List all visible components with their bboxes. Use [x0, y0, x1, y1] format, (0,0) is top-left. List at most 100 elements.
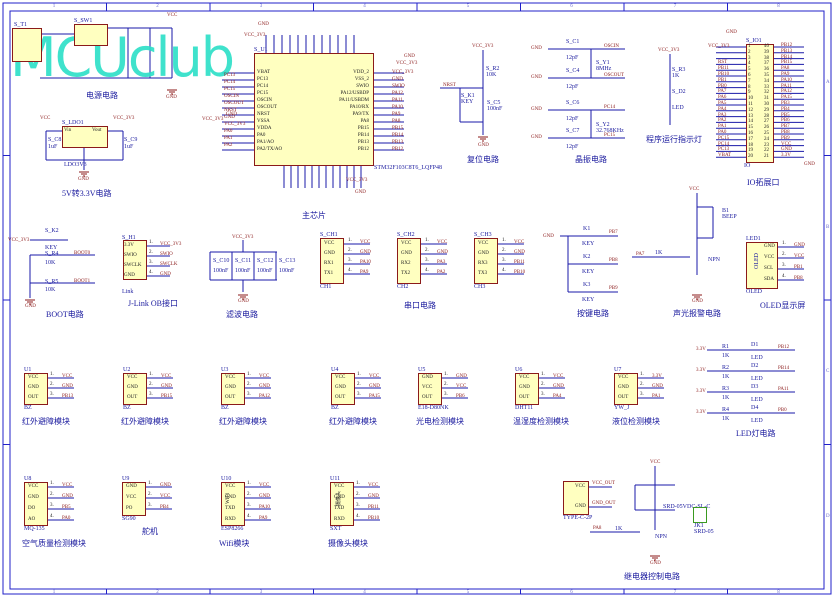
pin-number: 3.	[425, 258, 429, 263]
io-pin: 22	[764, 148, 769, 154]
net-gnd: GND	[166, 95, 177, 100]
oled-connector	[746, 242, 778, 289]
cap-ref: S_C13	[279, 258, 296, 264]
footprint: LDO3V3	[64, 162, 87, 168]
oled-pin: GND	[764, 244, 775, 249]
cap-value: 100nF	[279, 268, 295, 274]
part-ref: U8	[24, 476, 32, 482]
title-io: IO拓展口	[747, 178, 780, 187]
footprint: Link	[122, 289, 134, 295]
net-gnd: GND	[258, 22, 269, 27]
mcu-pin-right: PA8	[360, 119, 369, 124]
mcu-net-left: NRST	[224, 108, 237, 113]
io-net-left: PB0	[718, 83, 727, 89]
mcu-net-right: PB13	[392, 140, 404, 145]
sensor-pin: GND	[422, 375, 433, 380]
part-ref: TYPE-C-2P	[563, 515, 593, 521]
key-ref: K3	[583, 282, 591, 288]
sensor-module	[515, 373, 539, 405]
uart-pin: VCC	[324, 241, 335, 246]
led-value: LED	[751, 355, 763, 361]
footprint: BZ	[123, 405, 131, 411]
pin-number: 3.	[148, 503, 152, 508]
mcu-pin-right: VSS_2	[354, 77, 369, 82]
io-pin: 16	[748, 131, 753, 136]
cap-value: 12pF	[566, 55, 579, 61]
led-net: PB0	[778, 408, 787, 413]
column-label: 3	[259, 4, 263, 9]
io-net-left: RST	[718, 60, 728, 66]
footprint: OLED	[746, 289, 762, 295]
part-ref: U10	[221, 476, 232, 482]
net-gnd: GND	[355, 190, 366, 195]
crystal-value: 32.768KHz	[596, 128, 624, 134]
io-net-right: PB8	[781, 130, 790, 135]
typec-connector	[563, 481, 589, 515]
pin-number: 3.	[247, 503, 251, 508]
cap-value: 12pF	[566, 84, 579, 90]
module-title: 摄像头模块	[328, 539, 368, 548]
sensor-net: 3.3V	[652, 374, 662, 379]
pin-number: 1.	[149, 240, 153, 245]
row-label: D	[826, 513, 830, 519]
pin-number: 3.	[782, 263, 786, 268]
sensor-net: VCC	[369, 374, 380, 379]
mcu-net-left: PC14	[224, 80, 236, 85]
net-pa7: PA7	[636, 252, 645, 257]
key-net: PB9	[609, 286, 618, 291]
part-value: NPN	[708, 257, 721, 263]
column-label: 4	[363, 590, 366, 595]
io-pin: 28	[764, 113, 769, 119]
net-vcc3v3: VCC_3V3	[396, 61, 418, 66]
sensor-pin: OUT	[28, 395, 39, 400]
part-ref: U3	[221, 367, 229, 373]
pin-number: 1.	[50, 481, 54, 486]
pin-number: 2.	[247, 492, 251, 497]
relay-ref: SRD-05VDC-SL-C	[663, 504, 711, 510]
footprint: CH3	[474, 284, 486, 290]
column-label: 4	[363, 4, 366, 9]
module-net: PA10	[259, 505, 270, 510]
sensor-pin: OUT	[335, 395, 346, 400]
mcu-pin-left: PA2/TX/AO	[257, 147, 283, 152]
io-pin: 24	[764, 136, 769, 142]
part-ref: S_K1	[461, 93, 475, 99]
uart-pin: TX1	[324, 271, 334, 276]
pin-number: 2.	[247, 382, 251, 387]
io-pin: 8	[748, 84, 751, 90]
part-ref: U6	[515, 367, 523, 373]
sensor-net: GND	[652, 384, 663, 389]
mcu-net-right: GND	[392, 77, 403, 82]
part-number: STM32F103C8T6_LQFP48	[374, 165, 443, 171]
module-net: GND	[368, 494, 379, 499]
pin-number: 1.	[247, 481, 251, 486]
part-ref: U1	[24, 367, 32, 373]
crystal-net: OSCOUT	[604, 73, 625, 78]
io-pin: 32	[764, 90, 769, 96]
mcu-chip	[254, 53, 374, 166]
title-leds: LED灯电路	[736, 429, 776, 438]
sensor-net: PA15	[369, 394, 380, 399]
jlink-net: SWCLK	[160, 262, 178, 267]
title-reset: 复位电路	[467, 155, 499, 164]
oled-pin: SCL	[764, 266, 774, 271]
part-ref: U9	[122, 476, 130, 482]
crystal-ref: S_Y2	[596, 122, 610, 128]
crystal-net: PC15	[604, 133, 616, 138]
sensor-pin: VCC	[225, 375, 236, 380]
title-relay: 继电器控制电路	[624, 572, 680, 581]
module-title: 舵机	[142, 527, 158, 536]
title-run-led: 程序运行指示灯	[646, 135, 702, 144]
sensor-pin: GND	[335, 385, 346, 390]
io-pin: 7	[748, 78, 751, 84]
sensor-pin: GND	[519, 385, 530, 390]
sensor-module	[221, 373, 245, 405]
uart-pin: TX2	[401, 271, 411, 276]
resistor-value: 1K	[722, 353, 730, 359]
net-gnd: GND	[478, 143, 489, 148]
footprint: MQ-135	[24, 526, 45, 532]
io-net-right: PB7	[781, 124, 790, 130]
mcu-pin-left: OSCOUT	[257, 105, 278, 110]
part-ref: B1	[722, 208, 730, 214]
